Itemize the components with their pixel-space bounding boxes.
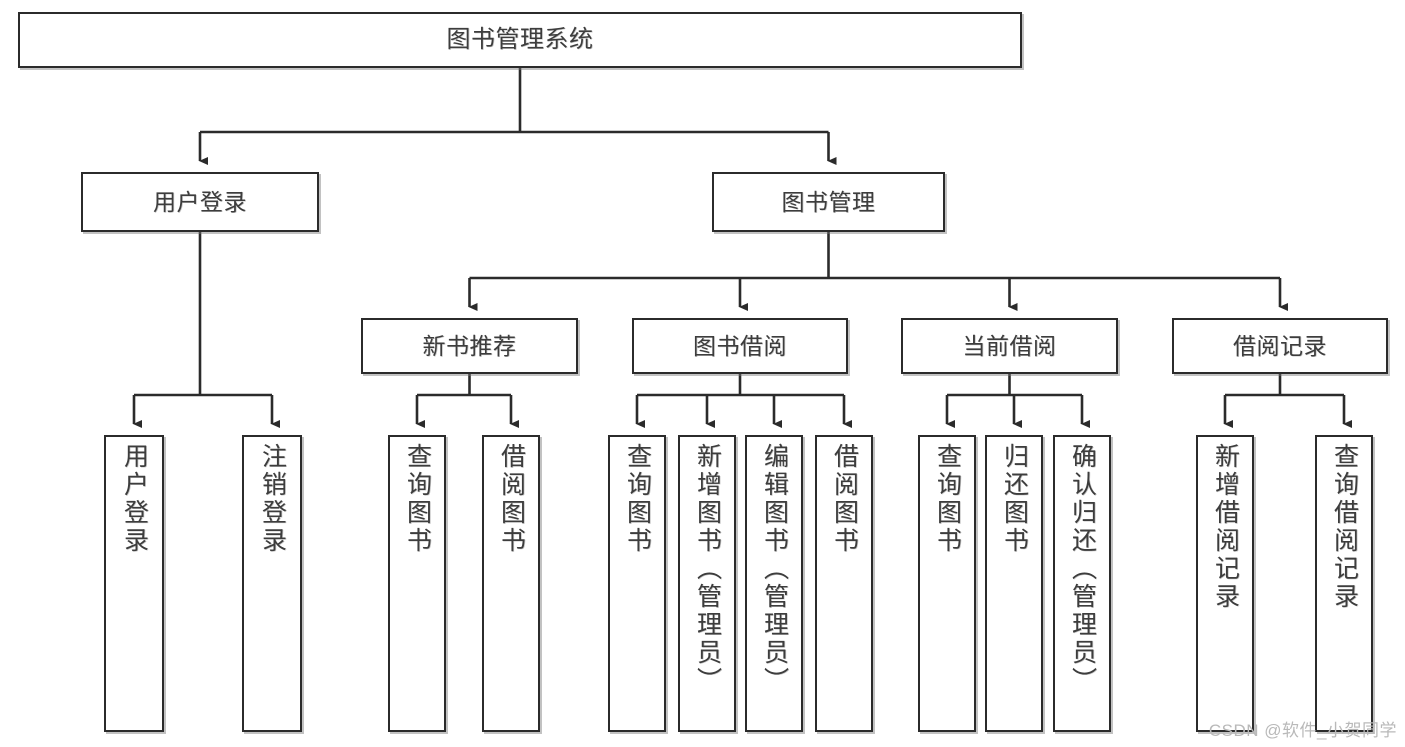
node-book-manage[interactable]: 图书管理 (712, 172, 945, 232)
node-label: 借阅图书 (497, 443, 526, 555)
node-label: 查询图书 (403, 443, 432, 555)
node-new-book-rec[interactable]: 新书推荐 (361, 318, 578, 374)
node-label: 图书管理系统 (446, 26, 594, 54)
node-label: 新增借阅记录 (1211, 443, 1240, 611)
node-label: 注销登录 (258, 443, 287, 555)
node-leaf-add-book[interactable]: 新增图书（管理员） (678, 435, 736, 732)
node-label: 当前借阅 (962, 332, 1057, 359)
node-root[interactable]: 图书管理系统 (18, 12, 1022, 68)
node-leaf-query-book-2[interactable]: 查询图书 (608, 435, 666, 732)
node-label: 归还图书 (1000, 443, 1029, 555)
node-current-borrow[interactable]: 当前借阅 (901, 318, 1118, 374)
node-label: 编辑图书（管理员） (760, 443, 789, 695)
node-leaf-borrow-book-1[interactable]: 借阅图书 (482, 435, 540, 732)
node-book-borrow[interactable]: 图书借阅 (632, 318, 848, 374)
node-label: 图书管理 (781, 188, 876, 215)
node-label: 查询借阅记录 (1330, 443, 1359, 611)
watermark-label: CSDN @软件_小贺同学 (1208, 721, 1397, 740)
node-label: 新书推荐 (422, 332, 517, 359)
node-label: 查询图书 (623, 443, 652, 555)
node-leaf-query-record[interactable]: 查询借阅记录 (1315, 435, 1373, 732)
node-leaf-edit-book[interactable]: 编辑图书（管理员） (745, 435, 803, 732)
node-leaf-query-book-1[interactable]: 查询图书 (388, 435, 446, 732)
node-label: 查询图书 (933, 443, 962, 555)
node-label: 确认归还（管理员） (1068, 443, 1097, 695)
node-label: 图书借阅 (693, 332, 787, 359)
node-leaf-query-book-3[interactable]: 查询图书 (918, 435, 976, 732)
node-label: 借阅图书 (830, 443, 859, 555)
node-leaf-user-logout[interactable]: 注销登录 (242, 435, 302, 732)
node-leaf-confirm-return[interactable]: 确认归还（管理员） (1053, 435, 1111, 732)
node-label: 借阅记录 (1233, 332, 1327, 359)
node-leaf-user-login[interactable]: 用户登录 (104, 435, 164, 732)
node-leaf-add-record[interactable]: 新增借阅记录 (1196, 435, 1254, 732)
node-leaf-return-book[interactable]: 归还图书 (985, 435, 1043, 732)
node-leaf-borrow-book-2[interactable]: 借阅图书 (815, 435, 873, 732)
node-user-login[interactable]: 用户登录 (81, 172, 319, 232)
node-label: 用户登录 (153, 188, 247, 215)
node-label: 用户登录 (120, 443, 149, 555)
node-label: 新增图书（管理员） (693, 443, 722, 695)
node-borrow-record[interactable]: 借阅记录 (1172, 318, 1388, 374)
